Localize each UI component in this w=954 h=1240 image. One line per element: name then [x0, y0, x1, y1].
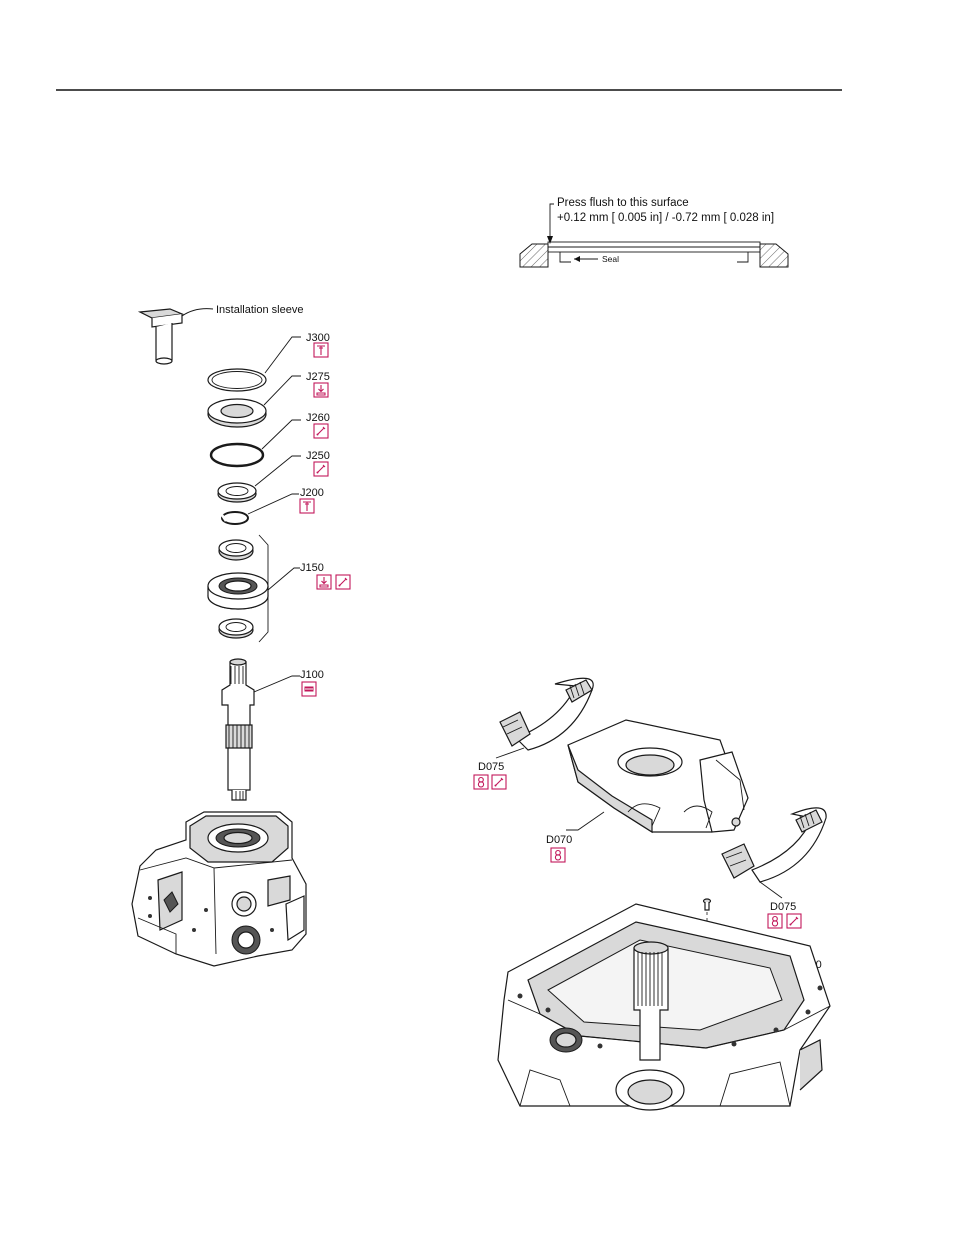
press-flush-note: Press flush to this surface: [557, 197, 689, 209]
tolerance-note: +0.12 mm [ 0.005 in] / -0.72 mm [ 0.028 …: [557, 212, 774, 224]
inspect-icon: [302, 682, 316, 696]
pump-housing: [132, 812, 306, 966]
bearing-icon: [768, 914, 782, 928]
swashplate-exploded-view: D075 D070 D075: [474, 678, 830, 1110]
press-icon: [317, 575, 331, 589]
label-D070: D070: [546, 834, 572, 846]
pump-housing-lower: [498, 904, 830, 1110]
label-J250: J250: [306, 450, 330, 462]
label-J150: J150: [300, 562, 324, 574]
lubricate-icon: [336, 575, 350, 589]
part-J100: J100: [222, 659, 324, 800]
seal-section-detail: Press flush to this surface +0.12 mm [ 0…: [520, 197, 788, 267]
shaft-exploded-view: Installation sleeve J300 J275 J260: [132, 304, 350, 966]
press-icon: [314, 383, 328, 397]
label-D075-right: D075: [770, 901, 796, 913]
label-J300: J300: [306, 332, 330, 344]
lubricate-icon: [314, 424, 328, 438]
bearing-icon: [551, 848, 565, 862]
torque-tool-icon: [300, 499, 314, 513]
label-D075-left: D075: [478, 761, 504, 773]
label-J260: J260: [306, 412, 330, 424]
part-D070: D070: [546, 720, 748, 862]
label-J100: J100: [300, 669, 324, 681]
seal-label: Seal: [602, 254, 619, 264]
label-J200: J200: [300, 487, 324, 499]
lubricate-icon: [314, 462, 328, 476]
label-J275: J275: [306, 371, 330, 383]
torque-tool-icon: [314, 343, 328, 357]
bearing-icon: [474, 775, 488, 789]
part-J150: J150: [208, 535, 350, 642]
lubricate-icon: [787, 914, 801, 928]
sleeve-label: Installation sleeve: [216, 304, 303, 316]
lubricate-icon: [492, 775, 506, 789]
